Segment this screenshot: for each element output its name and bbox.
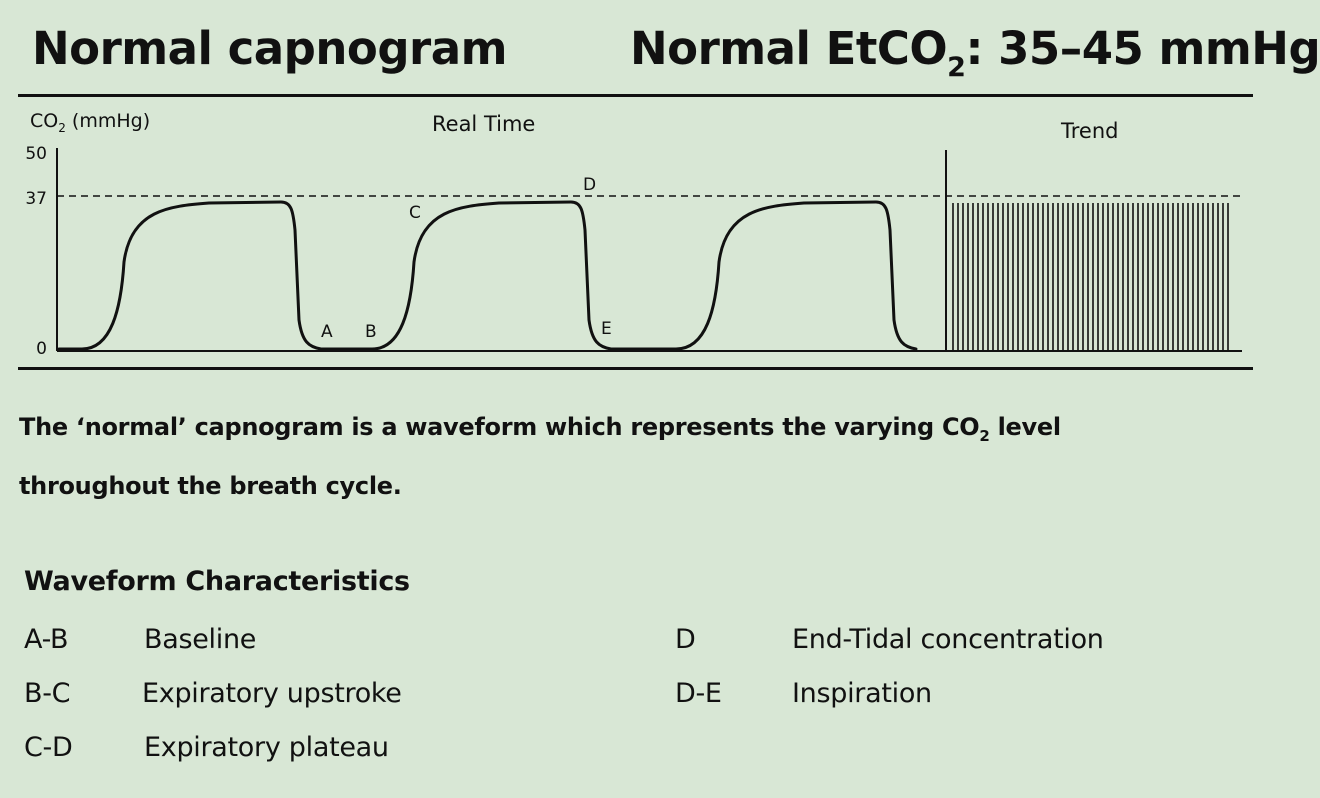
etco2-prefix: Normal EtCO bbox=[630, 22, 948, 75]
description-subscript: 2 bbox=[979, 427, 990, 445]
characteristic-code: D-E bbox=[675, 678, 722, 709]
characteristic-label: Baseline bbox=[144, 624, 257, 655]
trend-label: Trend bbox=[1060, 119, 1118, 143]
point-label-c: C bbox=[409, 203, 421, 223]
y-tick-37: 37 bbox=[25, 189, 47, 209]
y-axis-label-units: (mmHg) bbox=[66, 110, 150, 132]
etco2-suffix: : 35–45 mmHg bbox=[965, 22, 1320, 75]
bottom-divider bbox=[18, 367, 1253, 370]
point-label-b: B bbox=[365, 322, 377, 342]
etco2-range-title: Normal EtCO2: 35–45 mmHg bbox=[630, 22, 1320, 83]
page-title: Normal capnogram bbox=[32, 22, 507, 75]
characteristic-code: C-D bbox=[24, 732, 73, 763]
trend-bars bbox=[952, 203, 1229, 351]
characteristic-label: Expiratory plateau bbox=[144, 732, 389, 763]
point-label-a: A bbox=[321, 322, 333, 342]
y-tick-0: 0 bbox=[36, 339, 47, 359]
capnogram-chart: CO2 (mmHg) Real Time Trend 50 37 0 A B C… bbox=[25, 110, 1242, 359]
characteristic-code: B-C bbox=[24, 678, 71, 709]
realtime-label: Real Time bbox=[432, 112, 535, 136]
characteristic-label: Expiratory upstroke bbox=[142, 678, 402, 709]
description-text-after: level throughout the breath cycle. bbox=[19, 413, 1061, 500]
characteristic-code: A-B bbox=[24, 624, 69, 655]
y-axis-label: CO2 (mmHg) bbox=[30, 110, 150, 135]
etco2-subscript: 2 bbox=[947, 52, 966, 83]
characteristics-heading: Waveform Characteristics bbox=[24, 566, 410, 597]
y-axis-label-sub: 2 bbox=[58, 121, 66, 135]
top-divider bbox=[18, 94, 1253, 97]
capnogram-waveform bbox=[57, 200, 918, 351]
characteristic-label: Inspiration bbox=[792, 678, 932, 709]
point-label-e: E bbox=[601, 319, 612, 339]
characteristic-label: End-Tidal concentration bbox=[792, 624, 1104, 655]
description: The ‘normal’ capnogram is a waveform whi… bbox=[19, 402, 1199, 511]
description-text-before: The ‘normal’ capnogram is a waveform whi… bbox=[19, 413, 980, 441]
y-axis-label-co: CO bbox=[30, 110, 58, 132]
y-tick-50: 50 bbox=[25, 144, 47, 164]
point-label-d: D bbox=[583, 175, 596, 195]
characteristic-code: D bbox=[675, 624, 696, 655]
